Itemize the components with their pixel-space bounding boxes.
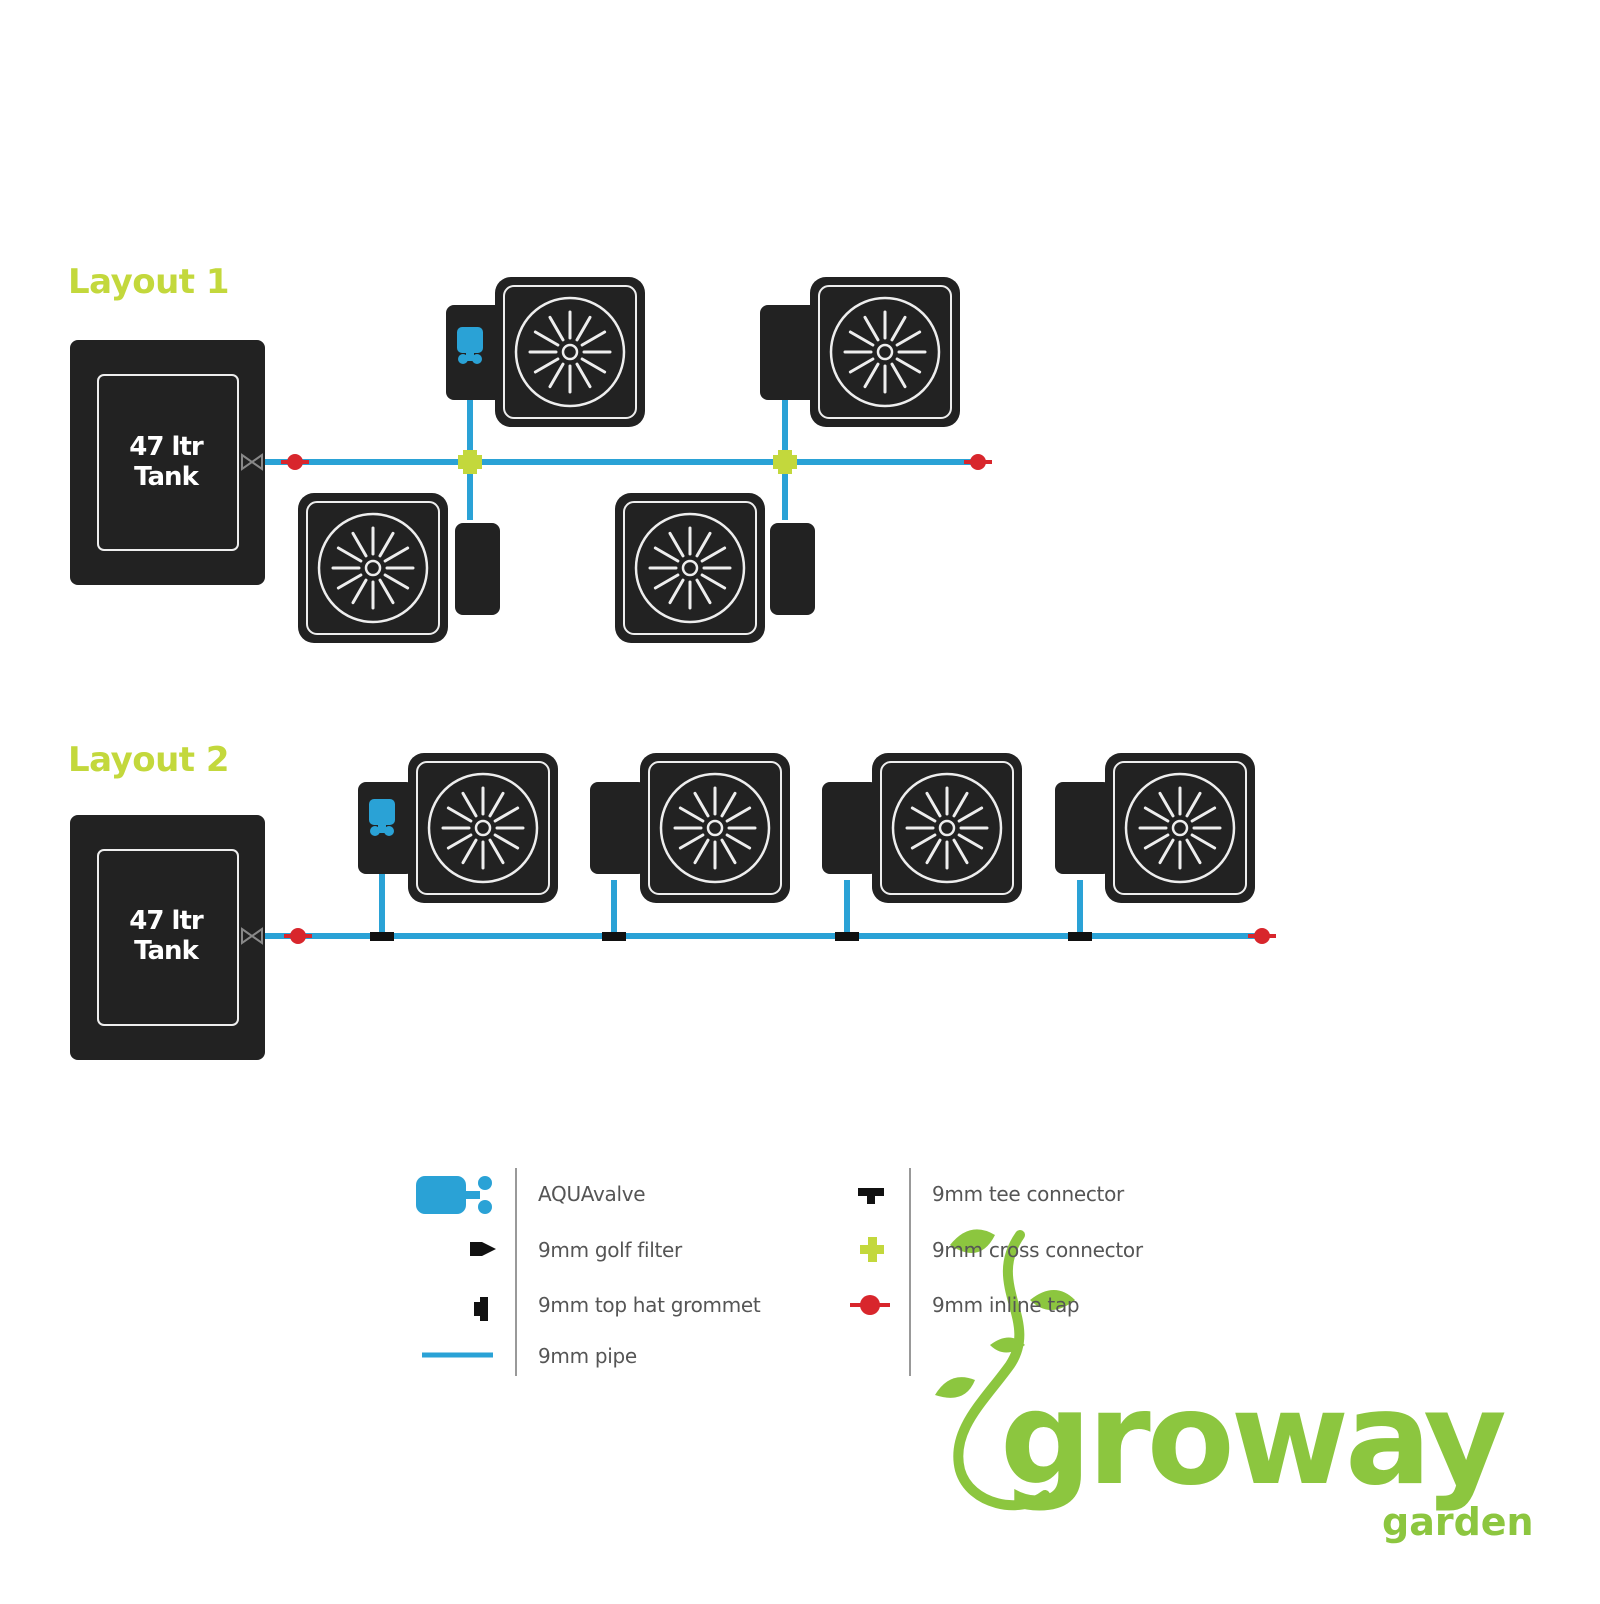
pot-unit-3	[822, 751, 1024, 905]
tank-1-icon	[70, 340, 265, 585]
legend-label-top-hat-grommet: 9mm top hat grommet	[538, 1293, 761, 1317]
pot-unit-1	[358, 751, 560, 905]
legend-icons	[416, 1168, 911, 1376]
golf-filter-icon	[470, 1242, 496, 1256]
pot-unit-4	[613, 491, 815, 645]
pot-unit-1	[446, 275, 647, 429]
aquavalve-icon	[457, 327, 483, 364]
leaf-icon	[935, 1377, 975, 1398]
legend-label-golf-filter: 9mm golf filter	[538, 1238, 682, 1262]
tank-1-label: 47 ltr Tank	[96, 432, 236, 492]
layout-1-title: Layout 1	[68, 262, 230, 302]
cross-connector-icon	[773, 450, 797, 474]
layout-1-diagram	[70, 275, 994, 645]
tank-capacity: 47 ltr	[129, 906, 203, 936]
legend-label-inline-tap: 9mm inline tap	[932, 1293, 1080, 1317]
top-hat-grommet-icon	[474, 1297, 488, 1321]
tee-connector-icon	[835, 932, 859, 941]
leaf-icon	[1030, 1290, 1075, 1310]
pot-unit-2	[760, 275, 962, 429]
tee-connector-icon	[1068, 932, 1092, 941]
inline-tap-icon	[962, 452, 994, 472]
tank-word: Tank	[134, 462, 199, 492]
groway-logo-art	[935, 1229, 1075, 1511]
tank-capacity: 47 ltr	[129, 432, 203, 462]
cross-connector-icon	[458, 450, 482, 474]
tank-word: Tank	[134, 936, 199, 966]
inline-tap-icon	[279, 452, 311, 472]
pot-unit-4	[1055, 751, 1257, 905]
pot-unit-3	[296, 491, 500, 645]
layout-2-diagram	[70, 751, 1278, 1060]
tee-connector-icon	[602, 932, 626, 941]
inline-tap-icon	[1246, 926, 1278, 946]
legend-label-aquavalve: AQUAvalve	[538, 1182, 646, 1206]
pot-unit-2	[590, 751, 792, 905]
legend-label-tee-connector: 9mm tee connector	[932, 1182, 1124, 1206]
leaf-icon	[990, 1337, 1025, 1353]
tank-2-icon	[70, 815, 265, 1060]
aquavalve-icon	[369, 799, 395, 836]
brand-name: groway	[1000, 1365, 1507, 1514]
inline-tap-icon	[282, 926, 314, 946]
tee-connector-icon	[858, 1188, 884, 1204]
tank-2-label: 47 ltr Tank	[96, 906, 236, 966]
leaf-icon	[950, 1229, 995, 1253]
legend-label-pipe: 9mm pipe	[538, 1344, 637, 1368]
inline-tap-icon	[850, 1295, 890, 1315]
brand-subtitle: garden	[1382, 1500, 1534, 1544]
aquavalve-icon	[416, 1176, 492, 1214]
cross-connector-icon	[860, 1237, 884, 1262]
tee-connector-icon	[370, 932, 394, 941]
legend-label-cross-connector: 9mm cross connector	[932, 1238, 1143, 1262]
layout-2-title: Layout 2	[68, 740, 230, 780]
